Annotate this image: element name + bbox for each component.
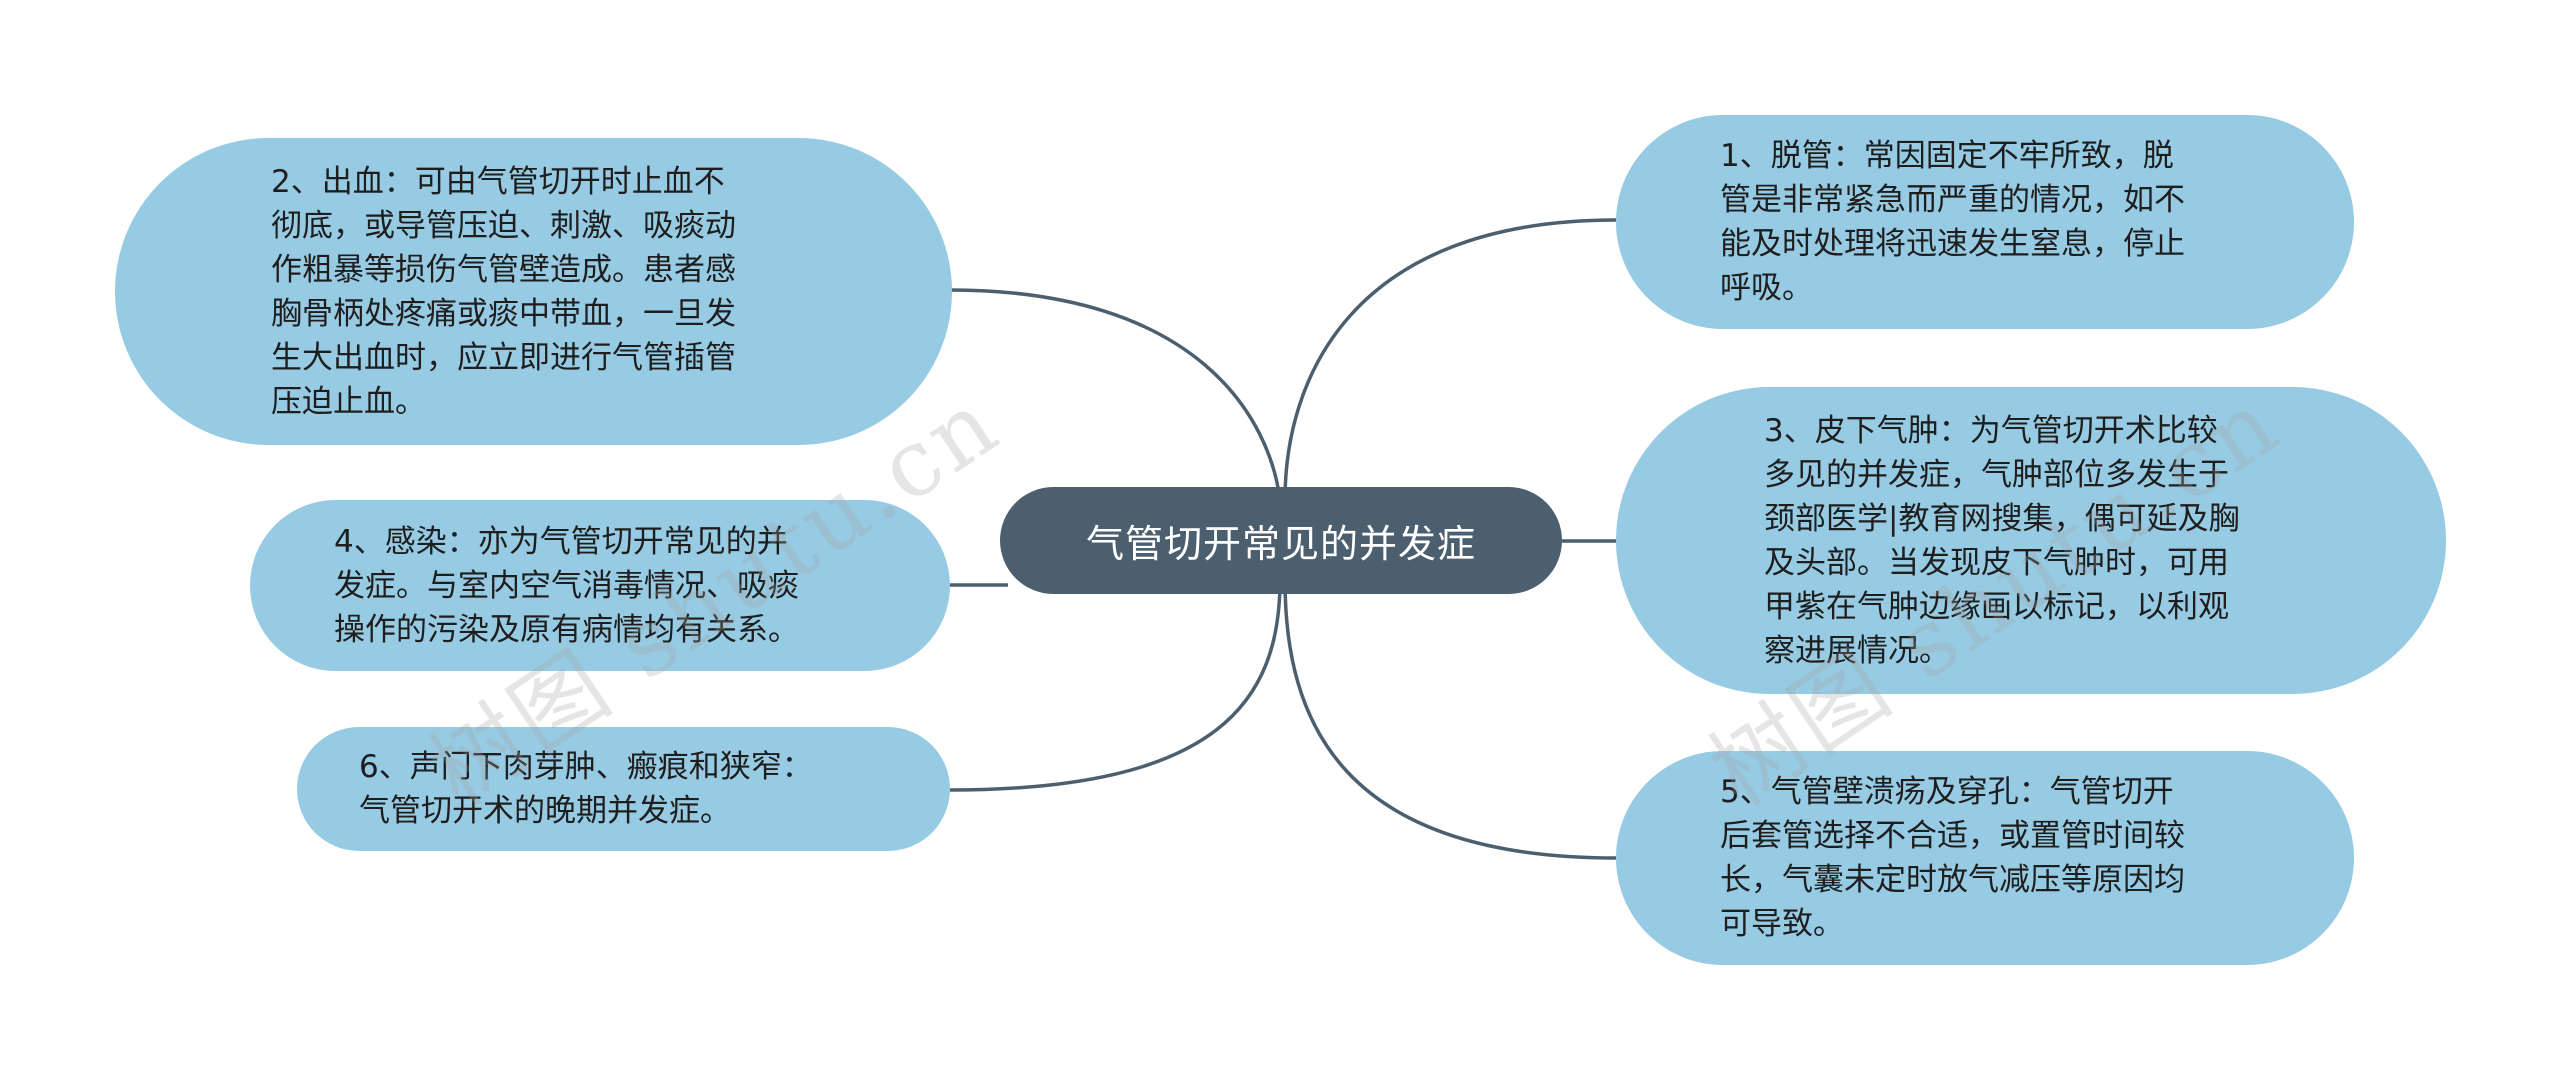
branch-text-5: 5、气管壁溃疡及穿孔：气管切开 后套管选择不合适，或置管时间较 长，气囊未定时放… bbox=[1720, 774, 2185, 942]
branch-text-1: 1、脱管：常因固定不牢所致，脱 管是非常紧急而严重的情况，如不 能及时处理将迅速… bbox=[1720, 138, 2185, 306]
branch-node-6[interactable]: 6、声门下肉芽肿、瘢痕和狭窄： 气管切开术的晚期并发症。 bbox=[297, 727, 950, 851]
branch-text-4: 4、感染：亦为气管切开常见的并 发症。与室内空气消毒情况、吸痰 操作的污染及原有… bbox=[334, 523, 799, 648]
connector-b1 bbox=[1283, 218, 1617, 501]
branch-text-2: 2、出血：可由气管切开时止血不 彻底，或导管压迫、刺激、吸痰动 作粗暴等损伤气管… bbox=[271, 163, 736, 420]
branch-node-2[interactable]: 2、出血：可由气管切开时止血不 彻底，或导管压迫、刺激、吸痰动 作粗暴等损伤气管… bbox=[115, 138, 952, 445]
branch-node-1[interactable]: 1、脱管：常因固定不牢所致，脱 管是非常紧急而严重的情况，如不 能及时处理将迅速… bbox=[1616, 115, 2354, 329]
branch-node-3[interactable]: 3、皮下气肿：为气管切开术比较 多见的并发症，气肿部位多发生于 颈部医学|教育网… bbox=[1616, 387, 2446, 694]
connector-b2 bbox=[949, 288, 1282, 501]
branch-text-6: 6、声门下肉芽肿、瘢痕和狭窄： 气管切开术的晚期并发症。 bbox=[359, 749, 813, 829]
branch-node-4[interactable]: 4、感染：亦为气管切开常见的并 发症。与室内空气消毒情况、吸痰 操作的污染及原有… bbox=[250, 500, 950, 671]
connector-b6 bbox=[949, 579, 1282, 792]
branch-text-3: 3、皮下气肿：为气管切开术比较 多见的并发症，气肿部位多发生于 颈部医学|教育网… bbox=[1764, 412, 2240, 669]
branch-node-5[interactable]: 5、气管壁溃疡及穿孔：气管切开 后套管选择不合适，或置管时间较 长，气囊未定时放… bbox=[1616, 751, 2354, 965]
central-topic[interactable]: 气管切开常见的并发症 bbox=[1000, 487, 1562, 594]
connector-b5 bbox=[1283, 579, 1617, 860]
central-topic-label: 气管切开常见的并发症 bbox=[1085, 522, 1476, 566]
